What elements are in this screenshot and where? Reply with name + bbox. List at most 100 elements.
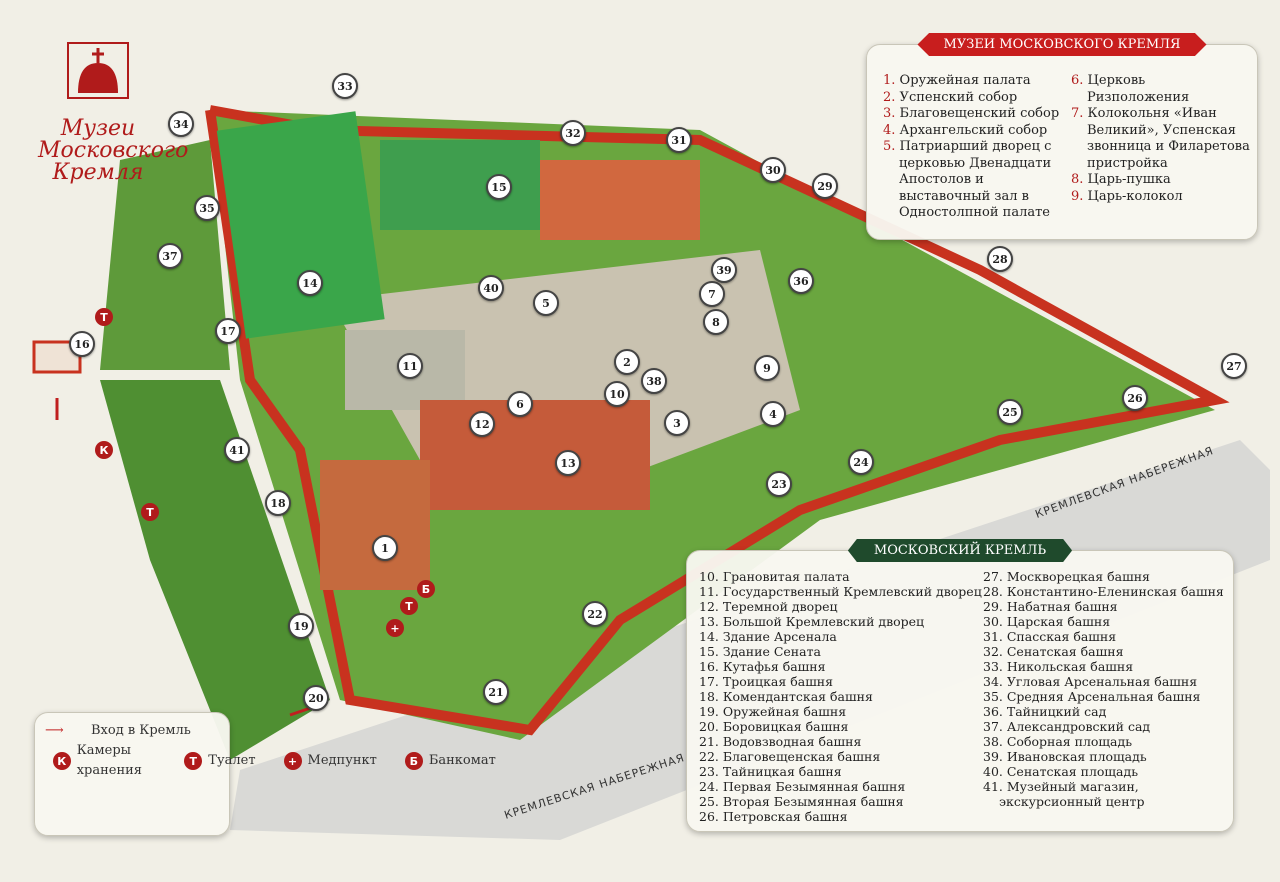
map-marker-40[interactable]: 40 — [478, 275, 504, 301]
map-marker-9[interactable]: 9 — [754, 355, 780, 381]
map-marker-25[interactable]: 25 — [997, 399, 1023, 425]
kremlin-item: 13. Большой Кремлевский дворец — [699, 614, 925, 629]
kremlin-item: 41. Музейный магазин, экскурсионный цент… — [983, 779, 1145, 809]
kremlin-item: 14. Здание Арсенала — [699, 629, 837, 644]
legend-label: Камеры хранения — [76, 743, 143, 778]
kremlin-item: 11. Государственный Кремлевский дворец — [699, 584, 982, 599]
map-marker-26[interactable]: 26 — [1122, 385, 1148, 411]
museum-item: 3. Благовещенский собор — [883, 106, 1073, 123]
museum-label: Благовещенский собор — [899, 106, 1060, 121]
map-marker-27[interactable]: 27 — [1221, 353, 1247, 379]
kremlin-item: 12. Теремной дворец — [699, 599, 838, 614]
map-marker-15[interactable]: 15 — [486, 174, 512, 200]
map-marker-37[interactable]: 37 — [157, 243, 183, 269]
museum-label: Царь-пушка — [1087, 172, 1171, 187]
map-marker-2[interactable]: 2 — [614, 349, 640, 375]
map-marker-30[interactable]: 30 — [760, 157, 786, 183]
kremlin-item: 10. Грановитая палата — [699, 569, 850, 584]
map-marker-1[interactable]: 1 — [372, 535, 398, 561]
kremlin-item: 22. Благовещенская башня — [699, 749, 881, 764]
map-marker-28[interactable]: 28 — [987, 246, 1013, 272]
map-marker-16[interactable]: 16 — [69, 331, 95, 357]
kremlin-item: 38. Соборная площадь — [983, 734, 1133, 749]
kremlin-item: 24. Первая Безымянная башня — [699, 779, 906, 794]
kremlin-item: 37. Александровский сад — [983, 719, 1151, 734]
alexander-garden — [100, 380, 330, 760]
service-marker[interactable]: Т — [95, 308, 113, 326]
museum-item: 6. Церковь Ризположения — [1071, 73, 1251, 106]
arsenal-building — [216, 111, 385, 339]
map-marker-14[interactable]: 14 — [297, 270, 323, 296]
map-marker-6[interactable]: 6 — [507, 391, 533, 417]
map-marker-32[interactable]: 32 — [560, 120, 586, 146]
map-marker-18[interactable]: 18 — [265, 490, 291, 516]
map-marker-5[interactable]: 5 — [533, 290, 559, 316]
map-marker-39[interactable]: 39 — [711, 257, 737, 283]
map-marker-7[interactable]: 7 — [699, 281, 725, 307]
map-marker-3[interactable]: 3 — [664, 410, 690, 436]
arrow-right-icon: ⟶ — [45, 723, 64, 738]
map-marker-20[interactable]: 20 — [303, 685, 329, 711]
map-marker-11[interactable]: 11 — [397, 353, 423, 379]
map-marker-8[interactable]: 8 — [703, 309, 729, 335]
kremlin-item: 16. Кутафья башня — [699, 659, 826, 674]
kremlin-item: 17. Троицкая башня — [699, 674, 834, 689]
museum-item: 9. Царь-колокол — [1071, 189, 1251, 206]
kremlin-item: 28. Константино-Еленинская башня — [983, 584, 1224, 599]
map-marker-36[interactable]: 36 — [788, 268, 814, 294]
map-marker-34[interactable]: 34 — [168, 111, 194, 137]
map-marker-13[interactable]: 13 — [555, 450, 581, 476]
map-marker-17[interactable]: 17 — [215, 318, 241, 344]
museum-item: 4. Архангельский собор — [883, 123, 1073, 140]
map-marker-21[interactable]: 21 — [483, 679, 509, 705]
museum-label: Патриарший дворец с церковью Двенадцати … — [899, 139, 1052, 220]
map-marker-10[interactable]: 10 — [604, 381, 630, 407]
museum-label: Оружейная палата — [899, 73, 1031, 88]
service-icon: Т — [184, 752, 203, 770]
map-marker-29[interactable]: 29 — [812, 173, 838, 199]
crown-icon — [67, 42, 129, 99]
museum-item: 1. Оружейная палата — [883, 73, 1073, 90]
kremlin-item: 18. Комендантская башня — [699, 689, 873, 704]
map-marker-22[interactable]: 22 — [582, 601, 608, 627]
museum-number: 7. — [1071, 106, 1084, 121]
service-icon: + — [283, 752, 302, 770]
map-marker-35[interactable]: 35 — [194, 195, 220, 221]
map-marker-31[interactable]: 31 — [666, 127, 692, 153]
kremlin-item: 20. Боровицкая башня — [699, 719, 849, 734]
map-marker-33[interactable]: 33 — [332, 73, 358, 99]
service-marker[interactable]: Б — [417, 580, 435, 598]
kremlin-item: 30. Царская башня — [983, 614, 1111, 629]
service-marker[interactable]: Т — [400, 597, 418, 615]
service-marker[interactable]: К — [95, 441, 113, 459]
museum-number: 5. — [883, 139, 896, 154]
map-marker-4[interactable]: 4 — [760, 401, 786, 427]
service-marker[interactable]: + — [386, 619, 404, 637]
kremlin-item: 23. Тайницкая башня — [699, 764, 842, 779]
museum-logo: Музеи Московского Кремля — [38, 38, 188, 184]
map-marker-23[interactable]: 23 — [766, 471, 792, 497]
museums-title: МУЗЕИ МОСКОВСКОГО КРЕМЛЯ — [917, 33, 1207, 56]
museum-label: Колокольня «Иван Великий», Успенская зво… — [1087, 106, 1250, 171]
museum-number: 1. — [883, 73, 896, 88]
map-marker-12[interactable]: 12 — [469, 411, 495, 437]
kremlin-item: 35. Средняя Арсенальная башня — [983, 689, 1201, 704]
map-marker-19[interactable]: 19 — [288, 613, 314, 639]
museum-number: 8. — [1071, 172, 1084, 187]
kremlin-item: 25. Вторая Безымянная башня — [699, 794, 904, 809]
museum-number: 2. — [883, 89, 896, 105]
map-marker-41[interactable]: 41 — [224, 437, 250, 463]
map-marker-38[interactable]: 38 — [641, 368, 667, 394]
armoury — [320, 460, 430, 590]
map-marker-24[interactable]: 24 — [848, 449, 874, 475]
kremlin-item: 40. Сенатская площадь — [983, 764, 1139, 779]
legend-label: Медпункт — [307, 753, 377, 768]
museum-number: 4. — [883, 122, 896, 138]
service-marker[interactable]: Т — [141, 503, 159, 521]
kremlin-item: 32. Сенатская башня — [983, 644, 1124, 659]
